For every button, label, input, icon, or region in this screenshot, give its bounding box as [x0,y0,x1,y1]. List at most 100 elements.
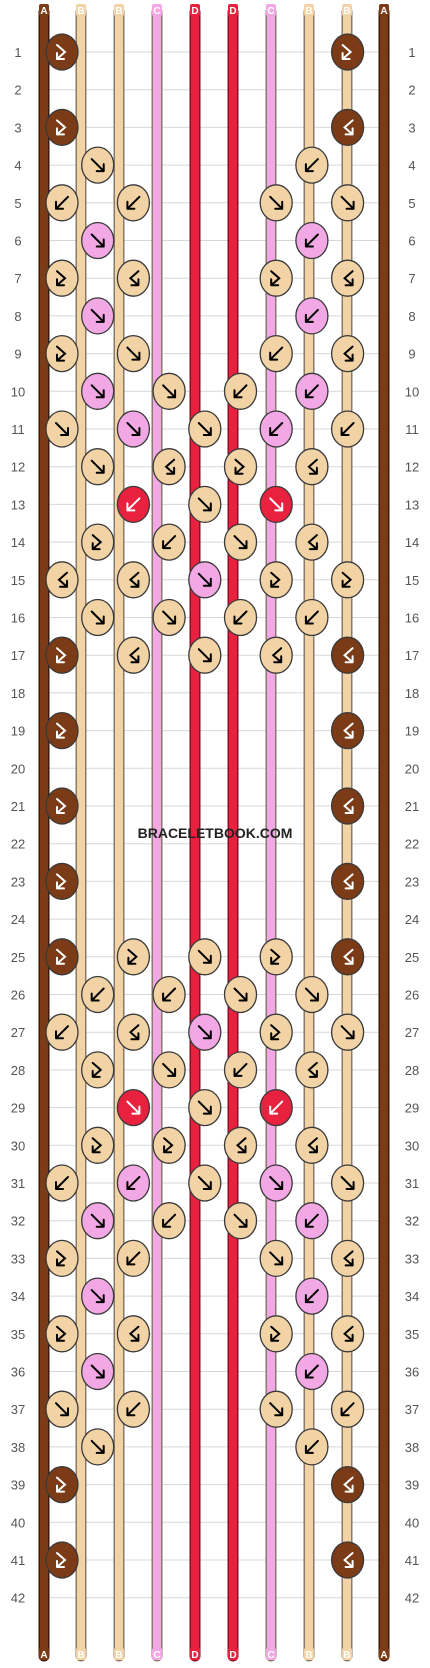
knot [45,1390,79,1428]
knot [259,1315,293,1353]
knot-arrow-icon [343,798,354,814]
knot-oval [259,259,293,297]
knot [81,297,115,335]
knot-oval [45,1465,79,1504]
row-label-left: 15 [11,573,25,588]
row-label-right: 19 [405,724,419,739]
knot [330,259,365,297]
knot-oval [116,561,151,599]
row-label-right: 39 [405,1478,419,1493]
knot-oval [81,1051,115,1089]
row-label-right: 35 [405,1327,419,1342]
knot-oval [45,938,79,976]
row-label-right: 26 [405,988,419,1003]
knot-arrow-icon [343,270,354,287]
knot-oval [45,108,79,147]
knot-arrow-icon [340,422,355,436]
knot-arrow-icon [197,1100,212,1115]
row-label-right: 1 [408,45,415,60]
knot [116,259,151,297]
knot-arrow-icon [197,1176,212,1190]
knot-oval [116,1013,151,1051]
knot-oval [259,1013,293,1051]
knot-oval [330,1541,365,1579]
string-bottom-chip [114,1648,124,1660]
knot-oval [330,1239,365,1278]
knot-arrow-icon [163,1137,174,1154]
string-bottom-chip [190,1648,200,1660]
row-label-left: 12 [11,460,25,475]
row-label-right: 10 [405,384,419,399]
knot-arrow-icon [235,1137,247,1154]
knot-arrow-icon [340,195,355,210]
string-top-letter: A [40,6,47,17]
knot-oval [116,636,151,674]
knot-oval [152,1126,186,1164]
knot [259,938,293,976]
knot [81,975,115,1014]
string-bottom-chip [39,1648,49,1660]
knot-arrow-icon [197,648,212,663]
knot [259,1088,293,1127]
knot [116,410,151,448]
string-bottom-letter: D [191,1650,198,1661]
watermark: BRACELETBOOK.COM [138,825,293,841]
knot-arrow-icon [304,1213,319,1228]
row-label-left: 2 [14,83,21,98]
knot-arrow-icon [233,1062,248,1077]
knot-oval [223,1126,258,1164]
knot-arrow-icon [271,647,283,664]
row-label-left: 34 [11,1289,25,1304]
row-label-right: 36 [405,1365,419,1380]
knot [152,372,186,410]
knot [81,1277,115,1315]
row-label-left: 3 [14,120,21,135]
knot [81,221,115,260]
knot [223,1126,258,1164]
knot [45,636,79,674]
string-top-letter: B [115,6,122,17]
knot-arrow-icon [304,1364,319,1379]
knot-arrow-icon [304,1439,319,1454]
knot [45,259,79,297]
string-top-letter: A [380,6,387,17]
knot-arrow-icon [269,497,284,512]
knot-arrow-icon [56,345,67,362]
row-label-right: 3 [408,120,415,135]
knot-oval [259,938,293,976]
row-label-left: 33 [11,1251,25,1266]
knot [259,485,293,524]
knot [259,1390,293,1428]
row-label-right: 37 [405,1402,419,1417]
knot-arrow-icon [270,270,281,287]
string-top-chip [190,4,200,16]
knot [330,33,365,71]
row-label-left: 17 [11,648,25,663]
knot-arrow-icon [126,497,141,512]
string-top-chip [152,4,162,16]
knot-arrow-icon [197,572,212,587]
knot-arrow-icon [90,1439,105,1454]
row-label-left: 42 [11,1591,25,1606]
knot [259,1164,293,1202]
knot-arrow-icon [343,647,354,664]
knot-arrow-icon [56,647,67,664]
row-label-right: 14 [405,535,419,550]
knot [295,146,329,184]
knot-arrow-icon [126,1251,141,1266]
row-label-right: 32 [405,1214,419,1229]
knot-oval [116,259,151,297]
knot-arrow-icon [304,158,319,173]
row-label-left: 38 [11,1440,25,1455]
knot [330,1315,365,1353]
knot-oval [45,334,79,373]
knot-arrow-icon [90,158,105,173]
knot [81,146,115,184]
knot-oval [330,787,365,825]
knot-arrow-icon [90,459,105,474]
knot-arrow-icon [233,987,248,1002]
row-label-left: 7 [14,271,21,286]
knot [259,1239,293,1278]
knot [81,598,115,637]
